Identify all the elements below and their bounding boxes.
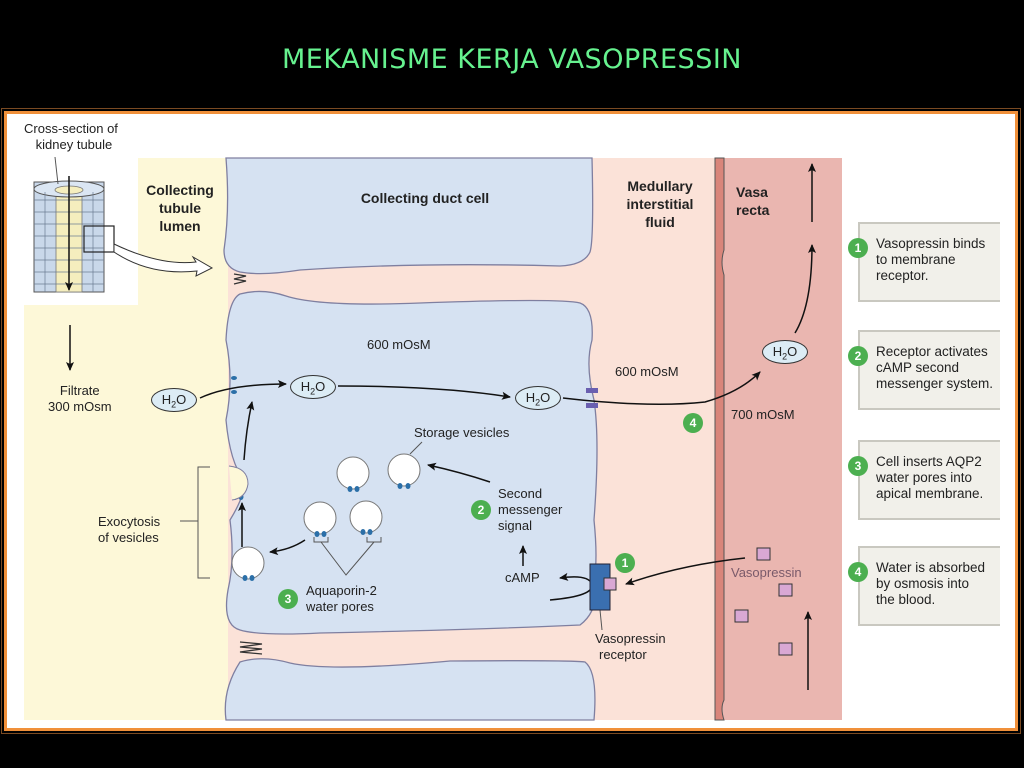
collecting-duct-cell-lower bbox=[224, 658, 596, 721]
lumen-title: Collecting tubule lumen bbox=[146, 182, 214, 234]
cell-title: Collecting duct cell bbox=[360, 190, 490, 206]
vasopressin-molecule-icon bbox=[756, 547, 771, 561]
storage-vesicle bbox=[349, 500, 383, 535]
tight-junction-upper-icon bbox=[233, 273, 247, 285]
vasa-recta-wall bbox=[714, 157, 725, 721]
exocytosing-vesicle bbox=[231, 546, 265, 581]
vasopressin-label: Vasopressin bbox=[731, 565, 802, 580]
vasopressin-molecule-icon bbox=[734, 609, 749, 623]
slide-title: MEKANISME KERJA VASOPRESSIN bbox=[281, 44, 742, 75]
vasopressin-molecule-icon bbox=[778, 642, 793, 656]
vasopressin-to-receptor-arrow bbox=[625, 557, 746, 586]
water-arrow-lumen-to-cell bbox=[199, 380, 287, 399]
inset-label: Cross-section of kidney tubule bbox=[24, 121, 118, 152]
basolateral-water-channel-icon bbox=[586, 388, 598, 408]
water-molecule-blood: H2O bbox=[762, 340, 808, 364]
step-box-badge: 2 bbox=[848, 346, 868, 366]
vesicle-arrow-up-to-apical bbox=[243, 401, 255, 461]
storage-vesicle bbox=[387, 453, 421, 489]
signal-arrow-to-vesicles bbox=[427, 462, 491, 483]
second-messenger-label: Second messenger signal bbox=[498, 486, 563, 533]
storage-vesicles-label: Storage vesicles bbox=[414, 425, 510, 440]
lumen-region-lower bbox=[24, 305, 138, 720]
exocytosis-bracket bbox=[180, 466, 210, 579]
interstitial-osmolarity: 600 mOsM bbox=[615, 364, 679, 379]
aquaporin-label: Aquaporin-2 water pores bbox=[306, 583, 377, 614]
storage-vesicle bbox=[336, 456, 370, 492]
receptor-label: Vasopressin receptor bbox=[595, 631, 666, 662]
step-box-badge: 1 bbox=[848, 238, 868, 258]
collecting-duct-cell-upper bbox=[223, 157, 594, 275]
exocytosis-label: Exocytosis of vesicles bbox=[98, 514, 161, 545]
lumen-region bbox=[138, 158, 228, 720]
step-badge-3: 3 bbox=[278, 589, 298, 609]
storage-vesicle-pointer bbox=[409, 441, 423, 455]
vasopressin-molecule-icon bbox=[778, 583, 793, 597]
kidney-tubule-cross-section-icon bbox=[33, 176, 214, 293]
step-badge-1: 1 bbox=[615, 553, 635, 573]
water-arrow-to-blood bbox=[562, 371, 761, 405]
bound-vasopressin-icon bbox=[603, 577, 617, 591]
water-molecule-basolateral: H2O bbox=[515, 386, 561, 410]
inset-pointer bbox=[54, 156, 59, 185]
water-arrow-up-vasa bbox=[794, 244, 816, 334]
water-molecule-cell: H2O bbox=[290, 375, 336, 399]
storage-vesicle bbox=[303, 501, 337, 537]
water-molecule-lumen: H2O bbox=[151, 388, 197, 412]
blood-osmolarity: 700 mOsM bbox=[731, 407, 795, 422]
fusing-vesicle bbox=[228, 465, 249, 501]
aquaporin-bracket bbox=[313, 537, 382, 576]
vasa-recta-region bbox=[716, 158, 842, 720]
step-box-badge: 4 bbox=[848, 562, 868, 582]
cell-osmolarity: 600 mOsM bbox=[367, 337, 431, 352]
filtrate-label: Filtrate 300 mOsm bbox=[48, 383, 112, 414]
step-badge-4: 4 bbox=[683, 413, 703, 433]
vasa-recta-title: Vasa recta bbox=[736, 184, 770, 218]
camp-label: cAMP bbox=[505, 570, 540, 585]
receptor-pointer bbox=[599, 609, 603, 631]
step-box-badge: 3 bbox=[848, 456, 868, 476]
vesicle-arrow-left bbox=[269, 539, 306, 556]
tight-junction-lower-icon bbox=[239, 641, 263, 655]
step-badge-2: 2 bbox=[471, 500, 491, 520]
water-arrow-across-cell bbox=[337, 385, 511, 400]
interstitial-title: Medullary interstitial fluid bbox=[626, 178, 694, 230]
